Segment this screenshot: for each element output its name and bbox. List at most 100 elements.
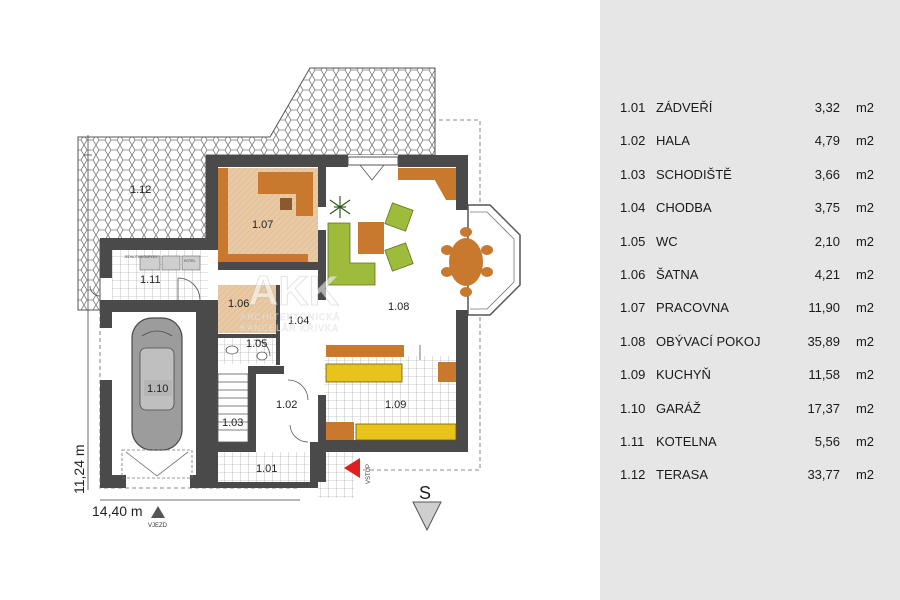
room-area-unit: m2 bbox=[855, 467, 874, 483]
room-number: 1.01 bbox=[620, 100, 646, 115]
room-area: 11,90 bbox=[808, 300, 840, 316]
room-name: SCHODIŠTĚ bbox=[656, 166, 732, 182]
garage-entry-arrow-icon bbox=[151, 506, 165, 518]
vestibule-floor bbox=[218, 452, 318, 482]
watermark-logo: AKK bbox=[248, 267, 339, 314]
room-name: GARÁŽ bbox=[656, 400, 701, 416]
room-legend-row: 1.08 OBÝVACÍ POKOJ 35,89 m2 bbox=[620, 334, 890, 354]
room-area-unit: m2 bbox=[855, 133, 874, 149]
room-name: CHODBA bbox=[656, 200, 712, 216]
room-area-unit: m2 bbox=[855, 267, 874, 282]
boiler-label-1: JEDNOTKA DUPLEX bbox=[124, 255, 158, 259]
garage-door-line bbox=[121, 449, 193, 479]
coffee-table bbox=[358, 222, 384, 254]
garage-door-arrow bbox=[125, 451, 189, 477]
room-area-unit: m2 bbox=[855, 434, 874, 449]
room-label-1.07: 1.07 bbox=[252, 219, 273, 231]
room-number: 1.04 bbox=[620, 200, 646, 216]
sofa-icon bbox=[327, 222, 376, 286]
wardrobe-floor bbox=[218, 285, 280, 333]
room-label-1.02: 1.02 bbox=[276, 399, 297, 411]
room-name: ZÁDVEŘÍ bbox=[656, 100, 713, 115]
room-number: 1.06 bbox=[620, 267, 646, 282]
room-legend-row: 1.07 PRACOVNA 11,90 m2 bbox=[620, 300, 890, 320]
room-area: 33,77 bbox=[807, 467, 840, 483]
room-number: 1.05 bbox=[620, 233, 646, 249]
walls bbox=[100, 155, 468, 488]
dining-table bbox=[449, 238, 483, 286]
entry-arrow-icon bbox=[344, 458, 360, 478]
office-desk bbox=[258, 172, 313, 194]
room-area: 2,10 bbox=[814, 233, 840, 249]
boiler-unit-3 bbox=[181, 255, 201, 271]
floor-plan-panel: JEDNOTKA DUPLEX KOTEL bbox=[71, 67, 521, 532]
room-number: 1.02 bbox=[620, 133, 646, 149]
door-swings bbox=[89, 164, 421, 443]
room-name: KUCHYŇ bbox=[656, 367, 711, 383]
room-area: 4,21 bbox=[814, 267, 840, 282]
office-shelf bbox=[218, 168, 228, 262]
room-area-unit: m2 bbox=[855, 166, 874, 182]
room-label-1.12: 1.12 bbox=[130, 184, 151, 196]
dim-depth-label: 11,24 m bbox=[71, 444, 87, 494]
room-label-1.10-box bbox=[144, 380, 172, 396]
entry-label: VSTUP bbox=[366, 464, 372, 484]
room-label-1.11: 1.11 bbox=[140, 274, 161, 286]
room-legend-row: 1.03 SCHODIŠTĚ 3,66 m2 bbox=[620, 167, 890, 187]
room-area: 35,89 bbox=[807, 333, 840, 349]
room-number: 1.03 bbox=[620, 166, 646, 182]
floor-plan: JEDNOTKA DUPLEX KOTEL bbox=[71, 67, 521, 532]
armchair-2 bbox=[384, 242, 414, 272]
room-area-unit: m2 bbox=[855, 100, 874, 115]
kitchen-cabinet-small bbox=[438, 362, 456, 382]
kitchen-cabinet-corner bbox=[326, 422, 354, 440]
room-label-1.09: 1.09 bbox=[385, 399, 406, 411]
window-top bbox=[347, 156, 399, 166]
room-number: 1.07 bbox=[620, 300, 646, 316]
staircase bbox=[217, 373, 249, 443]
office-desk-return bbox=[296, 194, 313, 216]
room-name: ŠATNA bbox=[656, 267, 699, 282]
fireplace bbox=[428, 168, 456, 200]
room-number: 1.10 bbox=[620, 400, 646, 416]
room-area: 4,79 bbox=[814, 133, 840, 149]
dim-width-label: 14,40 m bbox=[92, 503, 143, 519]
room-legend-row: 1.06 ŠATNA 4,21 m2 bbox=[620, 267, 890, 287]
room-name: TERASA bbox=[656, 467, 709, 483]
room-area: 3,66 bbox=[814, 166, 840, 182]
room-label-1.08: 1.08 bbox=[388, 301, 409, 313]
room-area: 3,75 bbox=[814, 200, 840, 216]
office-cabinet bbox=[228, 254, 308, 262]
toilet-icon bbox=[225, 345, 239, 355]
room-label-1.06: 1.06 bbox=[228, 298, 249, 310]
room-area: 5,56 bbox=[814, 434, 840, 449]
room-number: 1.08 bbox=[620, 333, 646, 349]
room-area-unit: m2 bbox=[855, 333, 874, 349]
orientation-label: S bbox=[419, 483, 431, 503]
plant-icon bbox=[329, 196, 351, 218]
boiler-label-2: KOTEL bbox=[184, 259, 196, 263]
room-area-unit: m2 bbox=[855, 300, 874, 316]
orientation-arrow-icon bbox=[412, 501, 442, 532]
room-area-unit: m2 bbox=[855, 233, 874, 249]
office-chair bbox=[280, 198, 292, 210]
kitchen-cabinet-brown bbox=[326, 345, 404, 357]
armchair-1 bbox=[384, 202, 414, 232]
room-area-unit: m2 bbox=[855, 367, 874, 383]
room-name: OBÝVACÍ POKOJ bbox=[656, 333, 761, 349]
room-number: 1.11 bbox=[620, 434, 645, 449]
dining-chairs bbox=[441, 227, 493, 297]
room-name: PRACOVNA bbox=[656, 300, 729, 316]
room-area: 17,37 bbox=[807, 400, 840, 416]
room-label-1.04: 1.04 bbox=[288, 315, 309, 327]
boiler-unit-2 bbox=[161, 255, 181, 271]
room-area: 11,58 bbox=[808, 367, 840, 383]
bay-window-inner bbox=[470, 211, 515, 310]
kitchen-counter-bottom bbox=[355, 423, 457, 441]
room-area: 3,32 bbox=[814, 100, 840, 115]
